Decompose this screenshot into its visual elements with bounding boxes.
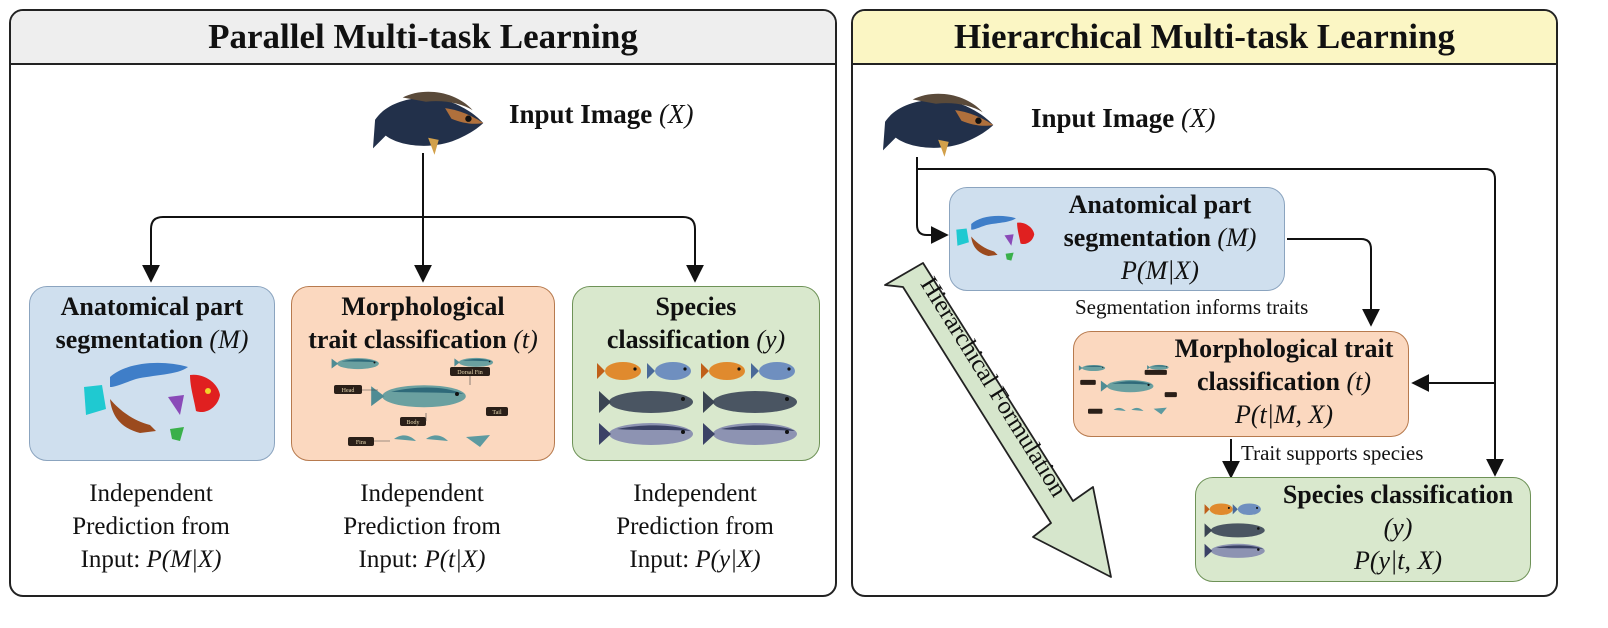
parallel-species-box: Species classification (y) (572, 286, 820, 461)
trait-box-line1: Morphological (341, 292, 505, 321)
parallel-panel-title: Parallel Multi-task Learning (11, 11, 835, 65)
h-seg-line2: segmentation (1063, 223, 1211, 252)
hierarchical-panel-title: Hierarchical Multi-task Learning (853, 11, 1556, 65)
h-trait-line2: classification (1196, 367, 1340, 396)
h-trait-line1: Morphological trait (1174, 334, 1394, 363)
h-seg-line1: Anatomical part (1068, 190, 1252, 219)
species-fish-images (597, 362, 797, 445)
seg-box-line1: Anatomical part (60, 292, 244, 321)
h-species-math: (y) (1383, 513, 1413, 542)
edge-label-trait-supports-species: Trait supports species (1241, 441, 1424, 465)
h-species-line1: Species classification (1282, 480, 1514, 509)
edge-label-segmentation-informs-traits: Segmentation informs traits (1075, 295, 1309, 319)
seg-box-line2: segmentation (55, 325, 203, 354)
h-seg-math: (M) (1217, 223, 1257, 252)
trait-label-fins: Fins (356, 440, 367, 446)
trait-diagram-image (1078, 364, 1177, 415)
hierarchical-segmentation-box: Anatomical part segmentation (M) P(M|X) (949, 187, 1285, 291)
trait-box-line2: trait classification (308, 325, 507, 354)
species-box-line1: Species (655, 292, 737, 321)
trait-box-math: (t) (513, 325, 538, 354)
input-image-label: Input Image (X) (509, 99, 694, 129)
parallel-panel: Parallel Multi-task Learning Input Image… (9, 9, 837, 597)
h-trait-math: (t) (1346, 367, 1372, 396)
hierarchical-formulation-arrow: Hierarchical Formulation (884, 262, 1112, 578)
species-caption: Independent Prediction from Input: P(y|X… (616, 480, 774, 573)
trait-label-body: Body (406, 420, 419, 426)
species-box-line2: classification (606, 325, 750, 354)
hierarchical-arrows (916, 157, 1504, 479)
hierarchical-trait-box: Morphological trait classification (t) P… (1073, 331, 1409, 437)
input-image-label: Input Image (X) (1031, 103, 1216, 133)
trait-label-dorsal-fin: Dorsal Fin (457, 370, 483, 376)
trait-label-head: Head (342, 388, 355, 394)
trait-label-tail: Tail (492, 410, 502, 416)
seg-box-math: (M) (209, 325, 249, 354)
parallel-trait-box: Morphological trait classification (t) H… (291, 286, 555, 461)
h-species-prob: P(y|t, X) (1354, 546, 1442, 575)
species-box-math: (y) (756, 325, 786, 354)
species-fish-images (1204, 503, 1265, 558)
seg-caption: Independent Prediction from Input: P(M|X… (72, 480, 230, 573)
parallel-segmentation-box: Anatomical part segmentation (M) (29, 286, 275, 461)
trait-diagram-image: Head Dorsal Fin Body Tail Fins (331, 357, 508, 447)
trait-caption: Independent Prediction from Input: P(t|X… (343, 480, 501, 573)
h-trait-prob: P(t|M, X) (1234, 400, 1334, 429)
hierarchical-panel: Hierarchical Multi-task Learning Input I… (851, 9, 1558, 597)
parallel-arrows (142, 153, 704, 283)
h-seg-prob: P(M|X) (1121, 256, 1199, 285)
segmentation-mask-image (84, 362, 220, 441)
segmentation-mask-image (956, 215, 1035, 261)
hierarchical-species-box: Species classification (y) P(y|t, X) (1195, 477, 1531, 582)
